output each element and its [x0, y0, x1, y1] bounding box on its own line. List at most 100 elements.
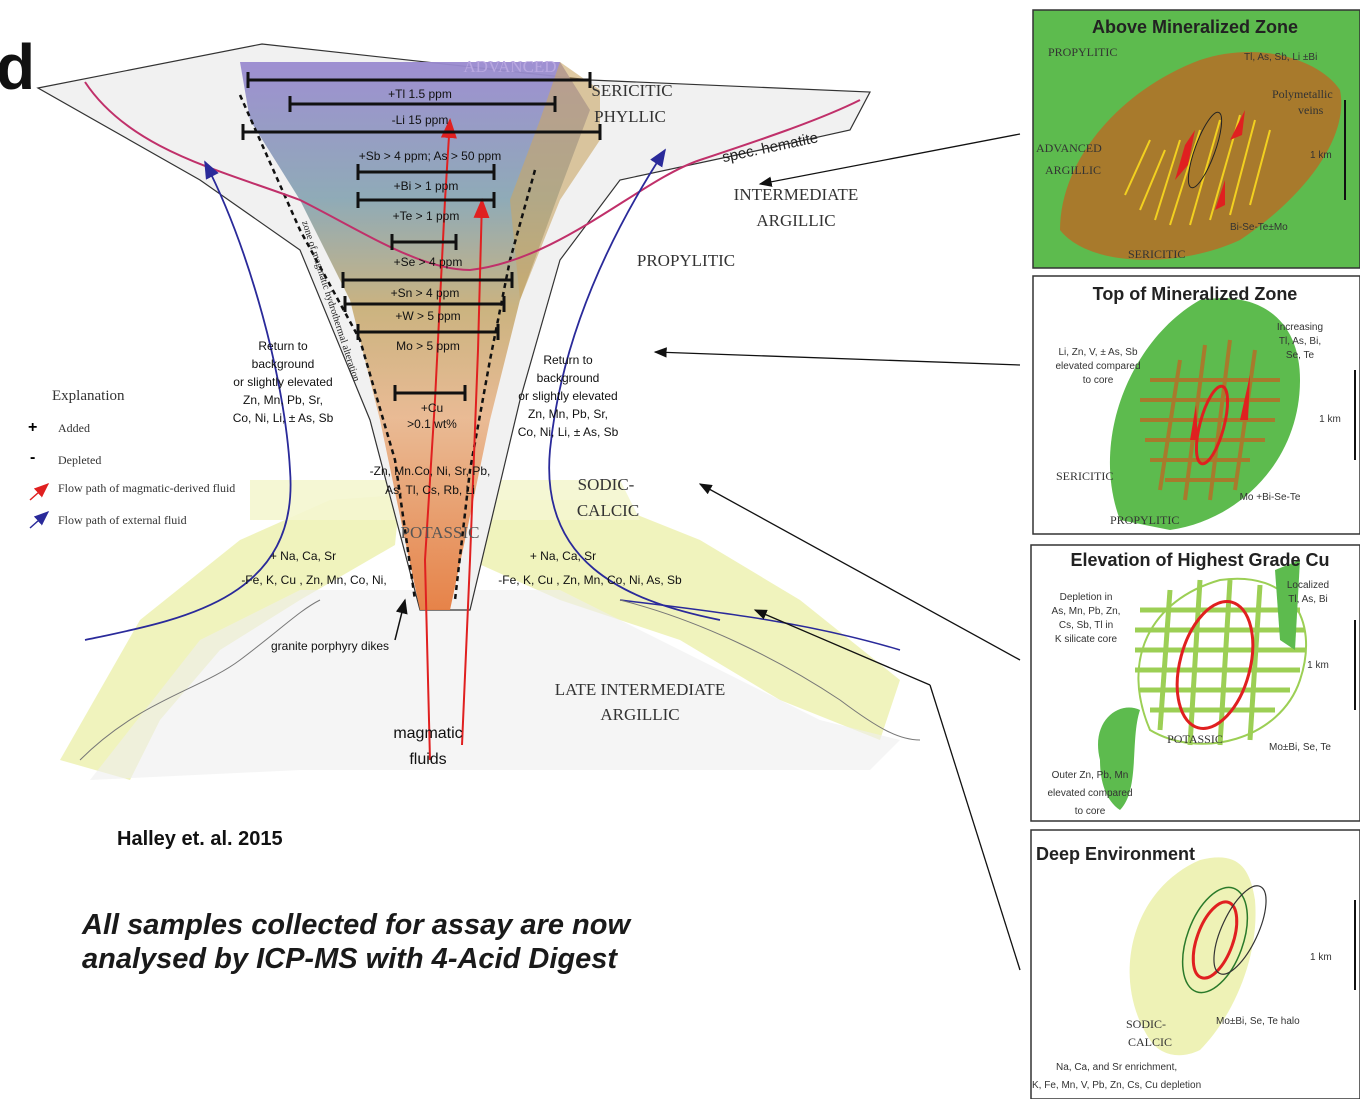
legend-title: Explanation: [52, 388, 125, 404]
svg-text:ARGILLIC: ARGILLIC: [1045, 163, 1101, 177]
assay-note: All samples collected for assay are now …: [82, 908, 842, 976]
left-lower-1: + Na, Ca, Sr: [270, 549, 336, 563]
zone-calcic: CALCIC: [577, 501, 639, 520]
zone-propylitic: PROPYLITIC: [637, 251, 735, 270]
zone-late-argillic: ARGILLIC: [600, 705, 679, 724]
legend-depleted: Depleted: [58, 453, 101, 467]
bar-label-w: +W > 5 ppm: [395, 309, 460, 323]
svg-text:SODIC-: SODIC-: [1126, 1017, 1166, 1031]
svg-text:Outer Zn, Pb, Mn: Outer Zn, Pb, Mn: [1052, 770, 1129, 781]
svg-text:POTASSIC: POTASSIC: [1167, 732, 1223, 746]
panel-3-title: Elevation of Highest Grade Cu: [1070, 550, 1329, 570]
bar-label-li: -Li 15 ppm: [392, 113, 449, 127]
return-left-3: or slightly elevated: [233, 375, 332, 389]
svg-text:Tl, As, Bi: Tl, As, Bi: [1288, 594, 1327, 605]
svg-text:PROPYLITIC: PROPYLITIC: [1110, 513, 1179, 527]
bar-label-mo: Mo > 5 ppm: [396, 339, 460, 353]
svg-text:Mo±Bi, Se, Te halo: Mo±Bi, Se, Te halo: [1216, 1016, 1300, 1027]
return-right-1: Return to: [543, 353, 593, 367]
svg-text:CALCIC: CALCIC: [1128, 1035, 1172, 1049]
right-lower-2: -Fe, K, Cu , Zn, Mn, Co, Ni, As, Sb: [498, 573, 682, 587]
bar-label-tl: +Tl 1.5 ppm: [388, 87, 452, 101]
return-left-1: Return to: [258, 339, 308, 353]
panel-highest-grade: Elevation of Highest Grade Cu Depletion …: [1031, 545, 1360, 821]
zone-argillic: ARGILLIC: [756, 211, 835, 230]
svg-text:to core: to core: [1075, 806, 1106, 817]
dikes-label: granite porphyry dikes: [271, 639, 389, 653]
legend-added: Added: [58, 421, 90, 435]
assay-note-line-1: All samples collected for assay are now: [82, 908, 842, 942]
bar-label-cu-grade: >0.1 wt%: [407, 417, 457, 431]
depleted-core-2: As, Tl, Cs, Rb, Li: [385, 483, 475, 497]
panel-top-mineralized: Top of Mineralized Zone Li, Zn, V, ± As,…: [1033, 276, 1360, 534]
bar-label-bi: +Bi > 1 ppm: [394, 179, 459, 193]
magmatic-label-2: fluids: [409, 751, 446, 768]
svg-text:Tl, As, Sb, Li ±Bi: Tl, As, Sb, Li ±Bi: [1244, 52, 1317, 63]
svg-text:1 km: 1 km: [1319, 414, 1341, 425]
bar-label-te: +Te > 1 ppm: [393, 209, 460, 223]
panel-1-title: Above Mineralized Zone: [1092, 17, 1298, 37]
svg-text:Tl, As, Bi,: Tl, As, Bi,: [1279, 336, 1321, 347]
return-left-4: Zn, Mn, Pb, Sr,: [243, 393, 323, 407]
zone-sericitic: SERICITIC: [591, 81, 672, 100]
left-lower-2: -Fe, K, Cu , Zn, Mn, Co, Ni,: [241, 573, 386, 587]
return-left-2: background: [252, 357, 315, 371]
main-cross-section: +Tl 1.5 ppm -Li 15 ppm +Sb > 4 ppm; As >…: [38, 44, 920, 780]
return-right-5: Co, Ni, Li, ± As, Sb: [518, 425, 619, 439]
svg-text:Depletion in: Depletion in: [1060, 592, 1113, 603]
explanation-legend: Explanation + Added - Depleted Flow path…: [28, 388, 235, 528]
legend-plus-symbol: +: [28, 419, 37, 436]
assay-note-line-2: analysed by ICP-MS with 4-Acid Digest: [82, 942, 842, 976]
svg-text:Polymetallic: Polymetallic: [1272, 87, 1333, 101]
zone-potassic: POTASSIC: [401, 523, 480, 542]
svg-text:K silicate core: K silicate core: [1055, 634, 1118, 645]
svg-text:K, Fe, Mn, V, Pb, Zn, Cs, Cu d: K, Fe, Mn, V, Pb, Zn, Cs, Cu depletion: [1032, 1080, 1201, 1091]
bar-label-sb-as: +Sb > 4 ppm; As > 50 ppm: [359, 149, 501, 163]
svg-text:Li, Zn, V, ± As, Sb: Li, Zn, V, ± As, Sb: [1058, 347, 1137, 358]
zone-phyllic: PHYLLIC: [594, 107, 666, 126]
svg-text:Cs, Sb, Tl in: Cs, Sb, Tl in: [1059, 620, 1113, 631]
return-right-2: background: [537, 371, 600, 385]
return-right-3: or slightly elevated: [518, 389, 617, 403]
panel-above-mineralized: Above Mineralized Zone PROPYLITIC ADVANC…: [1033, 10, 1360, 268]
svg-text:Mo±Bi, Se, Te: Mo±Bi, Se, Te: [1269, 742, 1331, 753]
legend-minus-symbol: -: [30, 449, 35, 466]
svg-text:elevated compared: elevated compared: [1047, 788, 1132, 799]
panel-2-title: Top of Mineralized Zone: [1093, 284, 1298, 304]
svg-text:PROPYLITIC: PROPYLITIC: [1048, 45, 1117, 59]
bar-label-se: +Se > 4 ppm: [394, 255, 463, 269]
citation: Halley et. al. 2015: [117, 828, 283, 851]
panel-4-title: Deep Environment: [1036, 844, 1195, 864]
magmatic-label-1: magmatic: [393, 725, 462, 742]
svg-text:elevated compared: elevated compared: [1055, 361, 1140, 372]
legend-blue-arrow-icon: [30, 512, 48, 528]
return-right-4: Zn, Mn, Pb, Sr,: [528, 407, 608, 421]
svg-text:As, Mn, Pb, Zn,: As, Mn, Pb, Zn,: [1052, 606, 1121, 617]
svg-text:Na, Ca, and Sr enrichment,: Na, Ca, and Sr enrichment,: [1056, 1062, 1177, 1073]
svg-text:1 km: 1 km: [1310, 952, 1332, 963]
return-left-5: Co, Ni, Li, ± As, Sb: [233, 411, 334, 425]
pointer-panel-4: [930, 685, 1020, 970]
depleted-core-1: -Zn, Mn.Co, Ni, Sr, Pb,: [370, 464, 491, 478]
svg-text:Localized: Localized: [1287, 580, 1329, 591]
right-lower-1: + Na, Ca, Sr: [530, 549, 596, 563]
bar-label-cu: +Cu: [421, 401, 443, 415]
zone-advanced: ADVANCED: [463, 57, 556, 76]
svg-text:Se, Te: Se, Te: [1286, 350, 1315, 361]
panel-deep-environment: Deep Environment 1 km Mo±Bi, Se, Te halo…: [1031, 830, 1360, 1099]
svg-text:Mo +Bi-Se-Te: Mo +Bi-Se-Te: [1240, 492, 1301, 503]
svg-text:to core: to core: [1083, 375, 1114, 386]
legend-red-arrow-icon: [30, 484, 48, 500]
svg-text:Bi-Se-Te±Mo: Bi-Se-Te±Mo: [1230, 222, 1288, 233]
legend-external: Flow path of external fluid: [58, 513, 187, 527]
svg-text:1 km: 1 km: [1307, 660, 1329, 671]
zone-sodic: SODIC-: [578, 475, 635, 494]
svg-text:SERICITIC: SERICITIC: [1128, 247, 1185, 261]
svg-text:ADVANCED: ADVANCED: [1036, 141, 1102, 155]
zone-late-intermediate: LATE INTERMEDIATE: [555, 680, 725, 699]
pointer-panel-2: [655, 352, 1020, 365]
bar-label-sn: +Sn > 4 ppm: [391, 286, 460, 300]
svg-text:SERICITIC: SERICITIC: [1056, 469, 1113, 483]
svg-text:Increasing: Increasing: [1277, 322, 1323, 333]
zone-intermediate: INTERMEDIATE: [734, 185, 859, 204]
